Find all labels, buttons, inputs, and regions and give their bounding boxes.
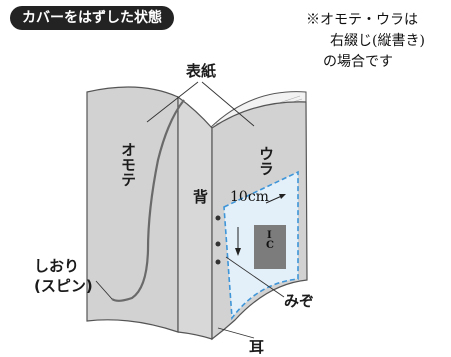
back-label: ウラ xyxy=(257,146,275,176)
bookmark-label-line-2: (スピン) xyxy=(34,277,93,295)
note-line-3: の場合です xyxy=(323,54,393,70)
sticker-line-1: I xyxy=(267,230,272,241)
sticker-line-2: C xyxy=(266,240,274,251)
note-line-1: ※オモテ・ウラは xyxy=(306,12,418,28)
headband-label: 耳 xyxy=(249,338,265,356)
groove-label: みぞ xyxy=(284,292,315,310)
size-label: 10cm xyxy=(230,189,269,205)
cover-label: 表紙 xyxy=(186,62,217,80)
note-line-2: 右綴じ(縦書き) xyxy=(330,33,425,49)
orientation-note: ※オモテ・ウラは 右綴じ(縦書き) の場合です xyxy=(306,10,446,73)
label-sticker: I C xyxy=(254,225,286,269)
bookmark-label: しおり (スピン) xyxy=(34,256,93,296)
bookmark-label-line-1: しおり xyxy=(34,257,80,275)
spine-label: 背 xyxy=(193,188,209,206)
bookmark-ribbon xyxy=(111,99,185,302)
front-label: オモテ xyxy=(119,142,137,187)
page-title: カバーをはずした状態 xyxy=(10,6,174,30)
spine xyxy=(177,95,213,340)
front-cover xyxy=(86,86,179,333)
